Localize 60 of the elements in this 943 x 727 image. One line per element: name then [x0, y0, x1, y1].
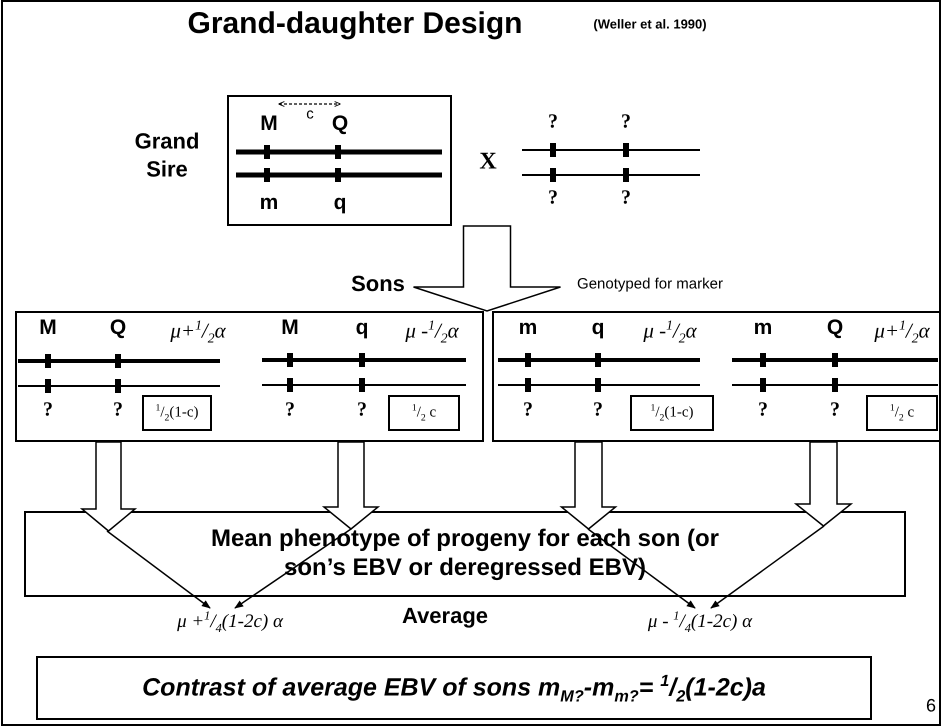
unknown-allele: ? — [285, 398, 295, 422]
arrow — [710, 525, 824, 609]
unknown-allele: ? — [593, 398, 603, 422]
allele-label: Q — [110, 316, 126, 340]
unknown-allele: ? — [830, 398, 840, 422]
unknown-allele: ? — [43, 398, 53, 422]
formula-text: μ +$^{1}$/$_{4}$(1-2c) α — [177, 611, 283, 633]
allele-label: M — [281, 316, 299, 340]
conclusion-text: Contrast of average EBV of sons m$_{M?}$-m$_{m?}$= $^{1}$/$_{2}$(1-2c)a — [142, 674, 766, 702]
probability-text: $^{1}$/$_{2}$ c — [890, 404, 914, 422]
unknown-allele: ? — [621, 186, 631, 210]
probability-text: $^{1}$/$_{2}$ c — [412, 404, 436, 422]
probability-box — [630, 395, 714, 431]
average-label: Average — [402, 603, 488, 629]
block-arrow — [559, 441, 618, 530]
allele-label: M — [39, 316, 57, 340]
slide-title: Grand-daughter Design — [187, 7, 523, 41]
allele-label: Q — [826, 316, 844, 340]
block-arrow — [794, 441, 854, 527]
allele-label: m — [754, 316, 772, 340]
panel-box — [15, 311, 484, 442]
probability-box — [142, 395, 212, 431]
allele-label: q — [356, 316, 368, 340]
allele-label: m — [518, 316, 538, 340]
result-box — [24, 511, 906, 597]
annotation: Genotyped for marker — [577, 276, 723, 292]
probability-text: $^{1}$/$_{2}$(1-c) — [650, 404, 694, 422]
cross-symbol: X — [479, 148, 497, 176]
probability-text: $^{1}$/$_{2}$(1-c) — [155, 404, 199, 422]
allele-label: q — [592, 316, 604, 340]
sire-label: Grand Sire — [134, 128, 200, 182]
allele-label: q — [334, 190, 346, 216]
conclusion-box — [36, 656, 872, 720]
panel-box — [492, 311, 941, 442]
unknown-allele: ? — [548, 110, 558, 134]
probability-box — [866, 395, 938, 431]
block-arrow — [322, 441, 380, 530]
unknown-allele: ? — [621, 110, 631, 134]
arrow — [106, 530, 211, 609]
section-label: Sons — [351, 271, 405, 297]
citation: (Weller et al. 1990) — [593, 16, 707, 32]
allele-label: M — [260, 110, 278, 137]
block-arrow — [80, 441, 138, 532]
unknown-allele: ? — [113, 398, 123, 422]
unknown-allele: ? — [548, 186, 558, 210]
formula-text: μ - $^{1}$/$_{4}$(1-2c) α — [648, 611, 752, 633]
allele-label: m — [260, 190, 278, 216]
probability-box — [388, 395, 460, 431]
unknown-allele: ? — [523, 398, 533, 422]
unknown-allele: ? — [357, 398, 367, 422]
unknown-allele: ? — [758, 398, 768, 422]
page-number: 6 — [926, 696, 936, 716]
son-formula: μ+$^{1}$/$_{2}$α — [874, 318, 930, 344]
distance-label: c — [306, 106, 314, 124]
son-formula: μ -$^{1}$/$_{2}$α — [643, 318, 697, 344]
block-arrow — [412, 225, 562, 312]
allele-label: Q — [332, 110, 348, 137]
arrow — [588, 528, 696, 609]
son-formula: μ -$^{1}$/$_{2}$α — [405, 318, 459, 344]
son-formula: μ+$^{1}$/$_{2}$α — [170, 318, 226, 344]
